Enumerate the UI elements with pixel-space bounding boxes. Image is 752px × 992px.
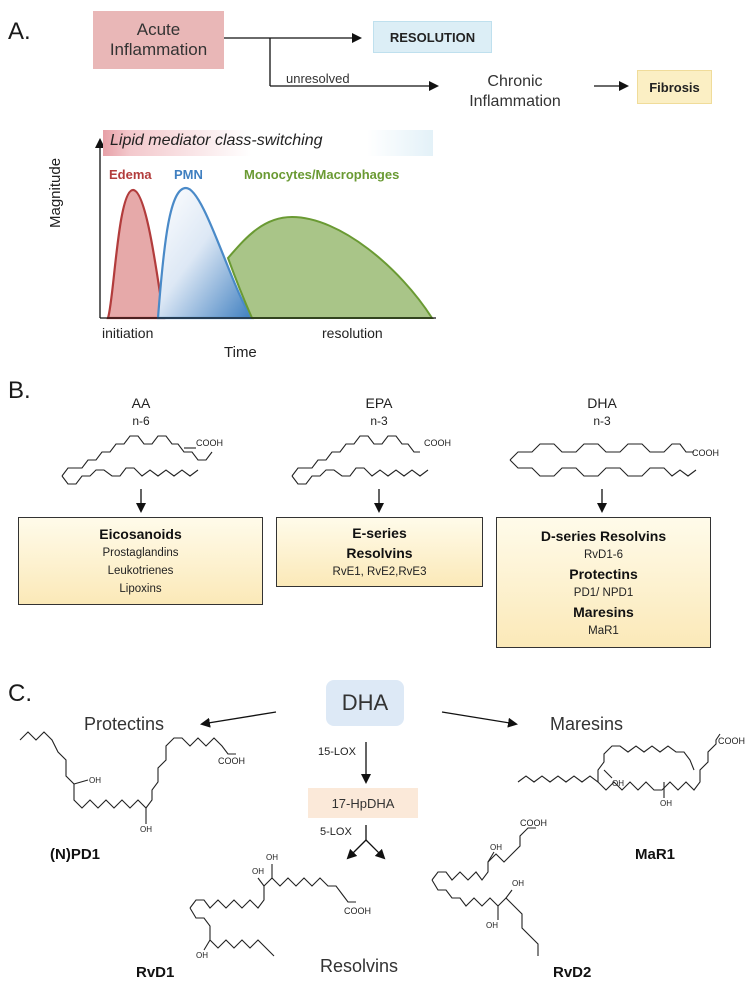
fibrosis-box: Fibrosis bbox=[637, 70, 712, 104]
resolution-phase-label: resolution bbox=[322, 325, 383, 341]
rvd2-oh-3: OH bbox=[512, 879, 524, 888]
d-series-title: D-series Resolvins bbox=[540, 527, 667, 544]
hpdha-text: 17-HpDHA bbox=[331, 795, 395, 811]
aa-item-3: Lipoxins bbox=[119, 583, 162, 595]
class-switching-band bbox=[103, 130, 433, 156]
maresins-items: MaR1 bbox=[588, 624, 619, 637]
resolvins-heading: Resolvins bbox=[320, 956, 399, 976]
epa-name: EPA bbox=[365, 395, 393, 411]
dha-cooh-label: COOH bbox=[692, 448, 719, 458]
aa-structure: COOH bbox=[61, 435, 223, 485]
dha-center-box: DHA bbox=[326, 680, 404, 726]
dha-center-text: DHA bbox=[341, 690, 389, 715]
dha-structure: COOH bbox=[509, 443, 719, 477]
rvd1-oh-3: OH bbox=[196, 951, 208, 960]
rvd1-structure: OH OH OH COOH bbox=[189, 853, 371, 960]
protectins-items: PD1/ NPD1 bbox=[573, 586, 634, 599]
npd1-label: (N)PD1 bbox=[50, 846, 101, 863]
eicosanoids-box: Eicosanoids Prostaglandins Leukotrienes … bbox=[18, 517, 263, 605]
mar1-oh-2: OH bbox=[660, 799, 672, 808]
maresins-heading: Maresins bbox=[550, 714, 624, 734]
protectins-title: Protectins bbox=[569, 565, 638, 582]
mar1-oh-1: OH bbox=[612, 779, 624, 788]
edema-label: Edema bbox=[109, 167, 152, 182]
panel-a-arrows bbox=[224, 33, 629, 91]
protectins-heading: Protectins bbox=[84, 714, 165, 734]
rvd2-oh-2: OH bbox=[486, 921, 498, 930]
npd1-oh-1: OH bbox=[89, 776, 101, 785]
hpdha-box: 17-HpDHA bbox=[308, 788, 418, 818]
d-series-box: D-series Resolvins RvD1-6 Protectins PD1… bbox=[496, 517, 711, 648]
class-switching-label: Lipid mediator class-switching bbox=[110, 132, 323, 149]
mar1-structure: OH OH COOH bbox=[517, 733, 745, 808]
e-series-items: RvE1, RvE2,RvE3 bbox=[332, 566, 427, 578]
initiation-label: initiation bbox=[102, 325, 154, 341]
d-series-items: RvD1-6 bbox=[584, 548, 623, 561]
e-series-title-2: Resolvins bbox=[346, 545, 413, 561]
panel-b-label: B. bbox=[8, 377, 31, 404]
acute-inflammation-box: Acute Inflammation bbox=[93, 11, 224, 69]
dha-name: DHA bbox=[587, 395, 617, 411]
npd1-structure: OH OH COOH bbox=[19, 731, 245, 834]
panel-a-label: A. bbox=[8, 18, 31, 45]
rvd1-cooh: COOH bbox=[344, 906, 371, 916]
epa-cooh-label: COOH bbox=[424, 438, 451, 448]
monocytes-label: Monocytes/Macrophages bbox=[244, 167, 400, 182]
chronic-inflammation-label: Chronic Inflammation bbox=[469, 73, 561, 110]
eicosanoids-title: Eicosanoids bbox=[99, 526, 182, 542]
rvd2-label: RvD2 bbox=[553, 964, 592, 981]
e-series-box: E-series Resolvins RvE1, RvE2,RvE3 bbox=[276, 517, 483, 587]
rvd1-oh-1: OH bbox=[252, 867, 264, 876]
aa-item-2: Leukotrienes bbox=[107, 565, 174, 577]
epa-structure: COOH bbox=[291, 435, 451, 485]
y-axis-label: Magnitude bbox=[47, 157, 64, 228]
acute-inflammation-text: Acute Inflammation bbox=[109, 20, 208, 59]
mar1-label: MaR1 bbox=[635, 846, 676, 863]
dha-series: n-3 bbox=[593, 414, 611, 428]
mar1-cooh: COOH bbox=[718, 736, 745, 746]
fibrosis-text: Fibrosis bbox=[649, 79, 700, 95]
maresins-title: Maresins bbox=[573, 603, 634, 620]
npd1-cooh: COOH bbox=[218, 756, 245, 766]
unresolved-label: unresolved bbox=[286, 71, 350, 86]
e-series-title-1: E-series bbox=[352, 525, 407, 541]
resolution-box: RESOLUTION bbox=[373, 21, 492, 53]
lox5-label: 5-LOX bbox=[320, 826, 352, 838]
lox15-label: 15-LOX bbox=[318, 746, 356, 758]
edema-curve bbox=[106, 188, 166, 320]
aa-item-1: Prostaglandins bbox=[102, 547, 179, 559]
aa-cooh-label: COOH bbox=[196, 438, 223, 448]
npd1-oh-2: OH bbox=[140, 825, 152, 834]
pmn-curve bbox=[156, 186, 255, 320]
x-axis-label: Time bbox=[224, 344, 257, 361]
resolution-text: RESOLUTION bbox=[389, 29, 476, 45]
rvd1-oh-2: OH bbox=[266, 853, 278, 862]
inflammation-plot bbox=[95, 138, 436, 320]
panel-c-label: C. bbox=[8, 680, 32, 707]
rvd1-label: RvD1 bbox=[136, 964, 175, 981]
rvd2-oh-1: OH bbox=[490, 843, 502, 852]
monocyte-curve bbox=[226, 215, 434, 319]
panel-c-arrows bbox=[200, 711, 518, 860]
pmn-label: PMN bbox=[174, 167, 203, 182]
aa-series: n-6 bbox=[132, 414, 150, 428]
aa-name: AA bbox=[131, 395, 151, 411]
rvd2-cooh: COOH bbox=[520, 818, 547, 828]
rvd2-structure: OH OH OH COOH bbox=[431, 818, 547, 956]
epa-series: n-3 bbox=[370, 414, 388, 428]
panel-b-arrows bbox=[136, 489, 607, 513]
